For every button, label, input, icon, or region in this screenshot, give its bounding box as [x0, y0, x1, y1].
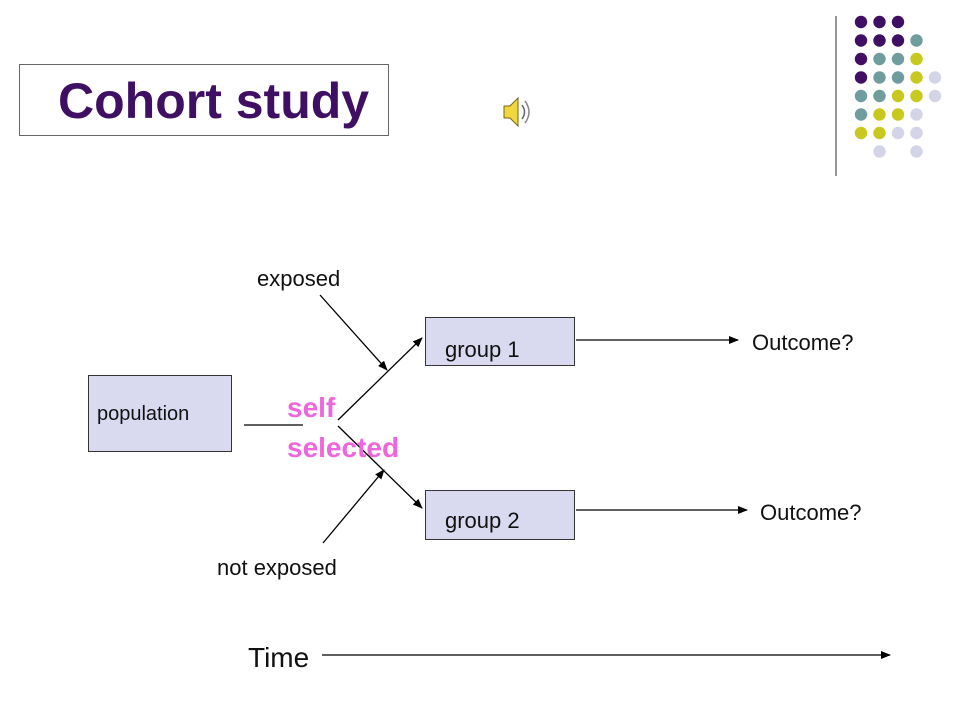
population-label: population: [97, 403, 190, 425]
not-exposed-label: not exposed: [217, 555, 337, 580]
decorative-dot: [854, 126, 868, 140]
self-selected-label: self selected: [287, 388, 399, 468]
decorative-dot: [891, 108, 905, 121]
group1-label: group 1: [445, 337, 520, 362]
decorative-dot: [910, 89, 923, 103]
decorative-dot: [873, 89, 886, 103]
decorative-dot: [891, 52, 905, 66]
exposed-arrow: [319, 294, 388, 371]
decorative-dot: [873, 126, 886, 140]
decorative-dot: [910, 34, 923, 47]
decorative-dot: [873, 34, 886, 47]
arrow-to-group2: [337, 425, 423, 509]
self-label-line2: selected: [287, 432, 400, 463]
outcome2-label: Outcome?: [760, 500, 862, 525]
population-box: [88, 375, 232, 452]
decorative-dot: [891, 15, 905, 29]
decorative-dot: [854, 71, 868, 84]
self-label-line1: self: [287, 392, 336, 423]
decorative-dot: [873, 15, 886, 29]
decorative-dot: [854, 89, 868, 103]
decorative-dot: [891, 126, 905, 140]
decorative-dot: [891, 34, 905, 47]
decorative-dot: [873, 71, 886, 84]
decorative-dot: [910, 108, 923, 121]
decorative-dot: [854, 52, 868, 66]
outcome1-label: Outcome?: [752, 330, 854, 355]
decorative-dot: [854, 15, 868, 29]
group2-box: [425, 490, 575, 540]
decorative-dot: [910, 126, 923, 140]
decorative-dot: [854, 108, 868, 121]
decorative-dot-grid: [835, 15, 942, 176]
speaker-icon[interactable]: [498, 92, 538, 132]
decorative-dot: [891, 71, 905, 84]
decorative-dot: [854, 34, 868, 47]
decorative-dot: [910, 71, 923, 84]
decorative-dot: [928, 89, 942, 103]
exposed-label: exposed: [257, 266, 341, 291]
group1-box: [425, 317, 575, 366]
arrow-to-group1: [337, 337, 423, 421]
decorative-dot: [910, 52, 923, 66]
decorative-dot: [891, 89, 905, 103]
time-label: Time: [248, 642, 310, 673]
decorative-dot: [873, 145, 886, 158]
group2-label: group 2: [445, 508, 520, 533]
decorative-dot: [873, 108, 886, 121]
title-box: [19, 64, 389, 136]
decorative-dot: [873, 52, 886, 66]
decorative-dot: [910, 145, 923, 158]
page-title: Cohort study: [58, 73, 370, 129]
decorative-dot: [928, 71, 942, 84]
not-exposed-arrow: [322, 469, 385, 544]
